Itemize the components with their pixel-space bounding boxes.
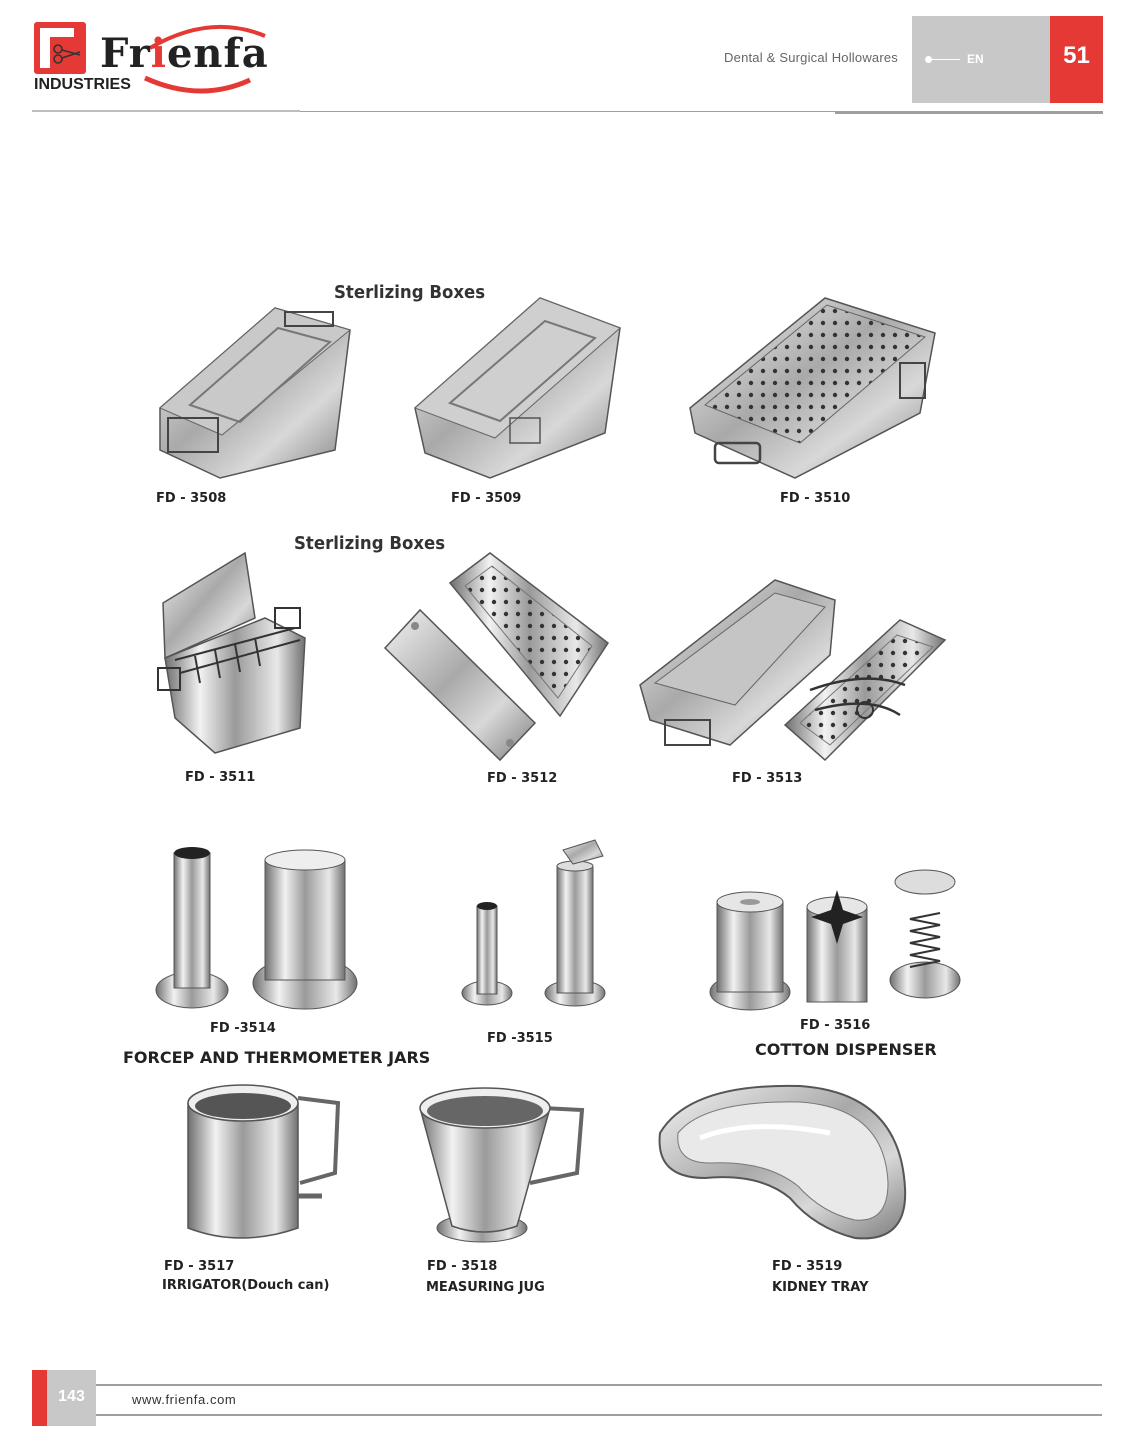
footer-page-number: 143 — [58, 1388, 85, 1405]
product-image-3515 — [461, 839, 606, 1007]
product-code-3509: FD - 3509 — [451, 491, 522, 506]
heading-forcep-jars: FORCEP AND THERMOMETER JARS — [123, 1048, 431, 1067]
product-image-3516 — [709, 869, 961, 1011]
product-code-3517: FD - 3517 — [164, 1259, 235, 1274]
product-image-3508 — [159, 307, 352, 479]
product-image-3514 — [155, 847, 358, 1010]
brand-name: Frienfa — [100, 30, 269, 77]
header-divider-right — [835, 111, 1103, 114]
footer-page-box — [47, 1370, 96, 1426]
page-number: 51 — [1063, 42, 1090, 69]
header-divider — [32, 111, 1102, 112]
product-code-3512: FD - 3512 — [487, 771, 558, 786]
product-code-3519: FD - 3519 — [772, 1259, 843, 1274]
page-number-box — [1050, 16, 1103, 103]
scissors-icon — [40, 28, 81, 68]
heading-sterilizing-boxes-2: Sterlizing Boxes — [294, 533, 446, 554]
product-code-3516: FD - 3516 — [800, 1018, 871, 1033]
brand-sub: INDUSTRIES — [34, 76, 131, 93]
language-label[interactable]: EN — [967, 52, 984, 66]
language-dot-icon — [925, 56, 932, 63]
logo-mark — [34, 22, 86, 74]
product-name-3519: KIDNEY TRAY — [772, 1280, 869, 1295]
product-code-3508: FD - 3508 — [156, 491, 227, 506]
product-image-3519 — [658, 1084, 907, 1240]
product-code-3511: FD - 3511 — [185, 770, 256, 785]
section-title: Dental & Surgical Hollowares — [724, 50, 898, 65]
product-code-3514: FD -3514 — [210, 1021, 276, 1036]
footer-url[interactable]: www.frienfa.com — [132, 1392, 237, 1407]
product-code-3515: FD -3515 — [487, 1031, 553, 1046]
product-image-3511 — [157, 551, 306, 754]
heading-cotton-dispenser: COTTON DISPENSER — [755, 1040, 937, 1059]
product-image-3518 — [419, 1087, 585, 1243]
product-name-3518: MEASURING JUG — [426, 1280, 545, 1295]
product-name-3517: IRRIGATOR(Douch can) — [162, 1278, 330, 1293]
product-code-3513: FD - 3513 — [732, 771, 803, 786]
product-image-3512 — [383, 552, 610, 762]
footer-accent — [32, 1370, 47, 1426]
product-image-3513 — [639, 579, 947, 762]
header-divider-left — [32, 110, 300, 112]
logo-swoosh — [143, 24, 266, 94]
product-image-3509 — [414, 297, 621, 479]
footer-divider-top — [96, 1384, 1102, 1386]
heading-sterilizing-boxes-1: Sterlizing Boxes — [334, 282, 486, 303]
footer-divider-bottom — [96, 1414, 1102, 1416]
product-image-3510 — [689, 297, 936, 479]
product-image-3517 — [187, 1084, 341, 1239]
product-code-3510: FD - 3510 — [780, 491, 851, 506]
product-code-3518: FD - 3518 — [427, 1259, 498, 1274]
language-line — [930, 59, 960, 60]
